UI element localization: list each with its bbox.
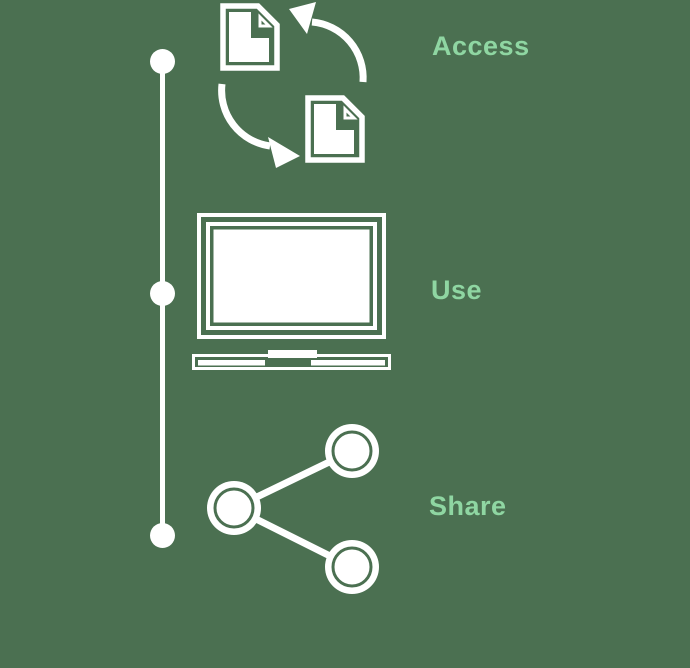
monitor-base-icon	[192, 350, 391, 370]
cycle-arrow-up-icon	[289, 2, 367, 83]
timeline-dot-use	[150, 281, 175, 306]
computer-icon	[192, 213, 391, 370]
cycle-arrow-down-icon	[218, 83, 300, 168]
step-label-access: Access	[432, 31, 530, 61]
document-icon-top	[220, 3, 280, 71]
step-label-share: Share	[429, 491, 507, 521]
share-node-top-right	[325, 424, 379, 478]
timeline-dot-access	[150, 49, 175, 74]
monitor-screen-icon	[197, 213, 386, 339]
share-network-icon	[207, 424, 379, 594]
share-node-left	[207, 481, 261, 535]
timeline-dot-share	[150, 523, 175, 548]
share-node-bottom-right	[325, 540, 379, 594]
document-icon-bottom	[305, 95, 365, 163]
step-label-use: Use	[431, 275, 483, 305]
documents-exchange-icon	[218, 2, 367, 168]
